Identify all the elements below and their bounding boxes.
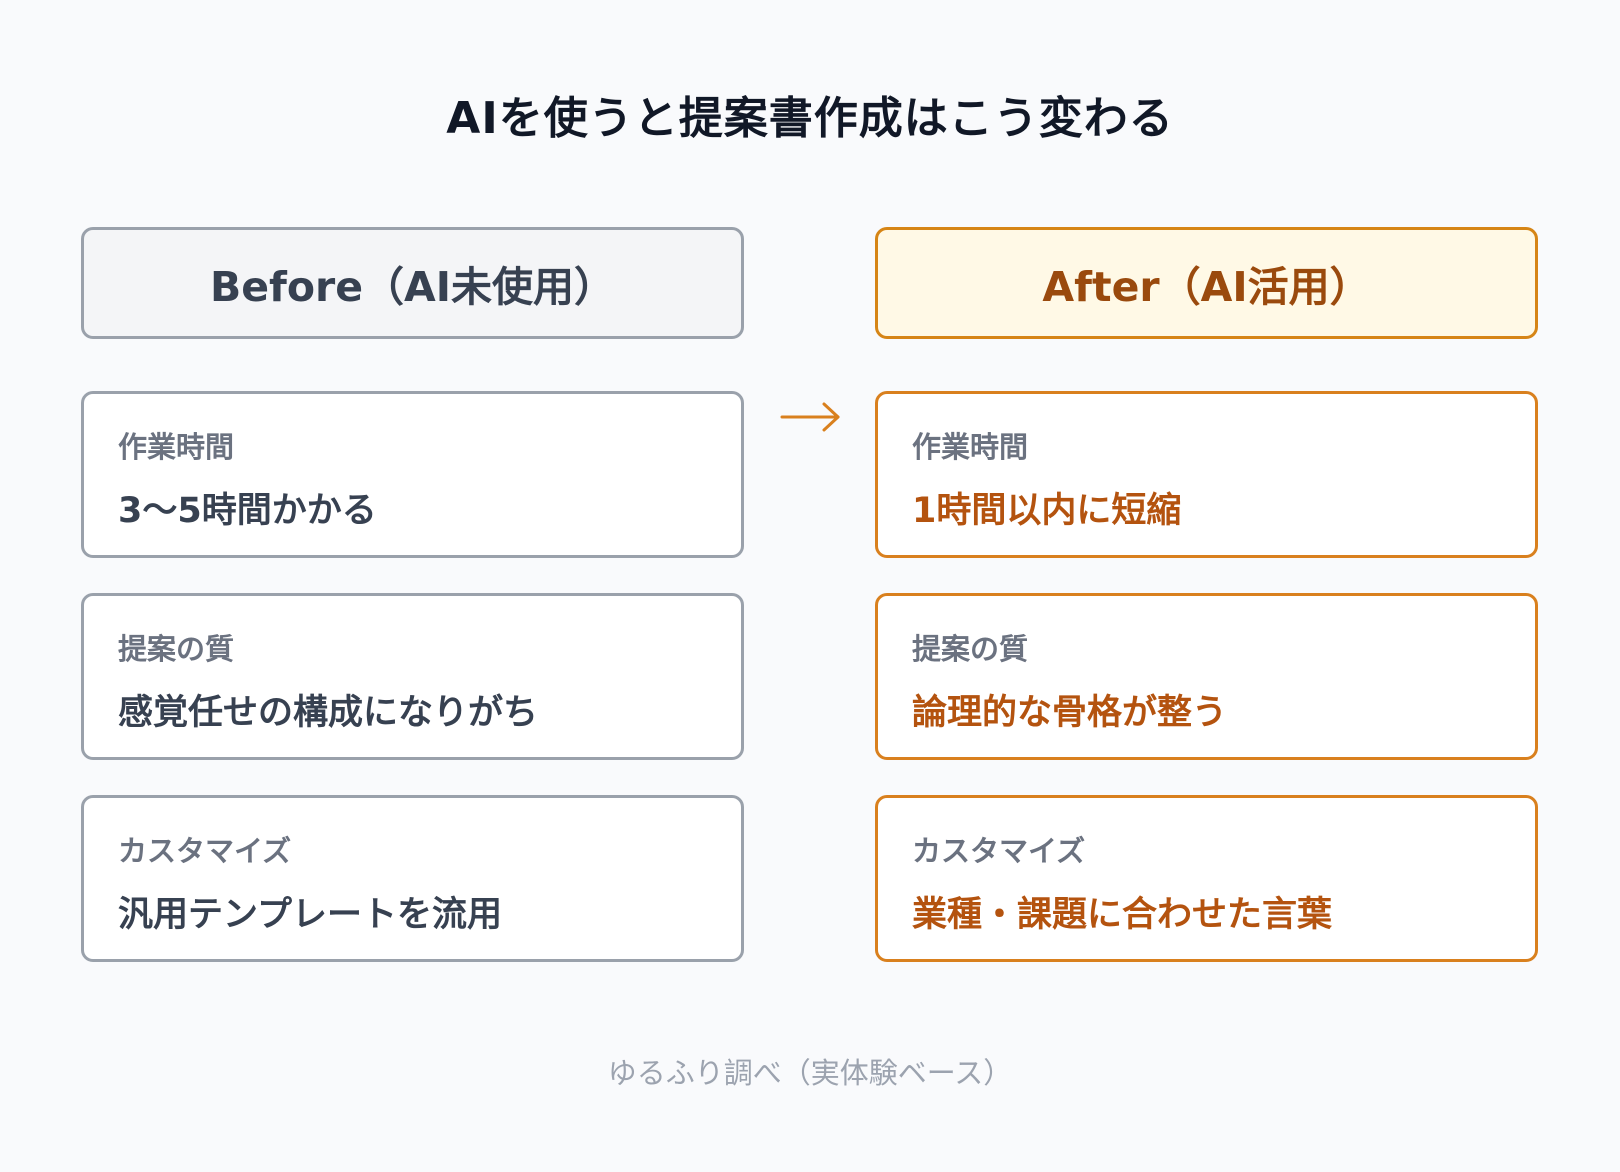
card-value: 業種・課題に合わせた言葉 — [912, 895, 1333, 935]
after-card-work-time: 作業時間 1時間以内に短縮 — [875, 391, 1538, 558]
arrow-right-icon — [780, 402, 840, 432]
card-value: 汎用テンプレートを流用 — [118, 895, 502, 935]
before-card-customize: カスタマイズ 汎用テンプレートを流用 — [81, 795, 744, 962]
source-note: ゆるふり調べ（実体験ベース） — [607, 1056, 1013, 1090]
page-title: AIを使うと提案書作成はこう変わる — [446, 93, 1174, 144]
after-column-header: After（AI活用） — [875, 227, 1538, 339]
before-column-header: Before（AI未使用） — [81, 227, 744, 339]
card-value: 感覚任せの構成になりがち — [118, 693, 539, 733]
before-card-work-time: 作業時間 3〜5時間かかる — [81, 391, 744, 558]
card-value: 3〜5時間かかる — [118, 491, 377, 531]
card-label: 作業時間 — [118, 430, 235, 464]
card-label: カスタマイズ — [118, 834, 292, 868]
card-label: カスタマイズ — [912, 834, 1086, 868]
card-value: 1時間以内に短縮 — [912, 491, 1182, 531]
after-card-proposal-quality: 提案の質 論理的な骨格が整う — [875, 593, 1538, 760]
before-card-proposal-quality: 提案の質 感覚任せの構成になりがち — [81, 593, 744, 760]
card-label: 作業時間 — [912, 430, 1029, 464]
card-value: 論理的な骨格が整う — [912, 693, 1228, 733]
after-card-customize: カスタマイズ 業種・課題に合わせた言葉 — [875, 795, 1538, 962]
card-label: 提案の質 — [912, 632, 1029, 666]
card-label: 提案の質 — [118, 632, 235, 666]
